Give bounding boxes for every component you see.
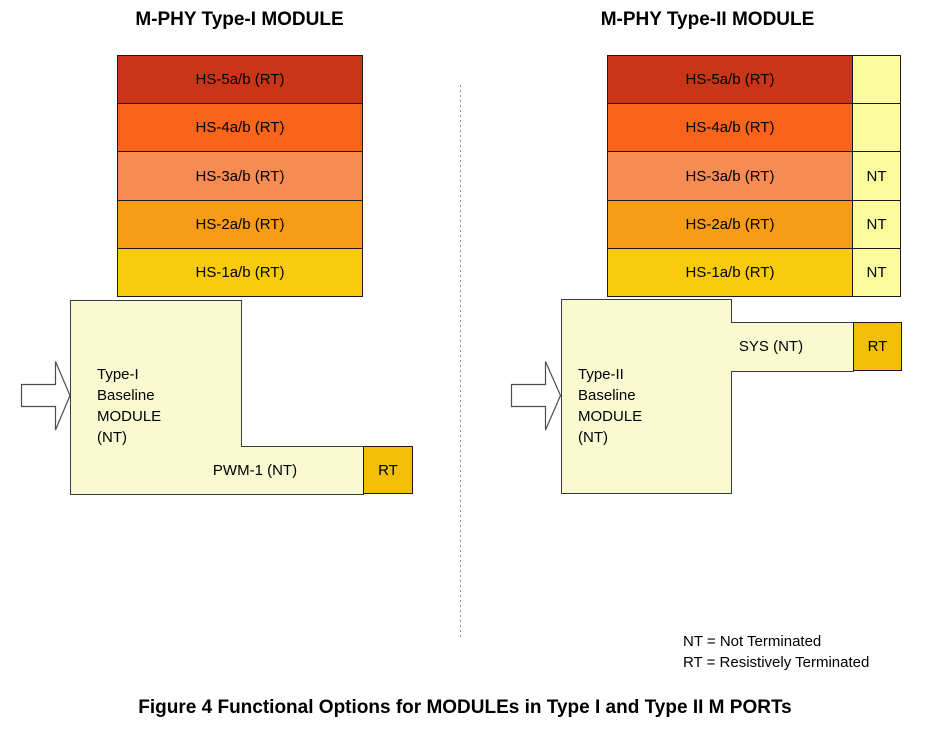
type2-module-label: Type-II Baseline MODULE (NT) — [578, 364, 642, 448]
type2-module-line4: (NT) — [578, 429, 608, 446]
type2-nt-cell-hs4 — [853, 103, 900, 152]
type2-baseline-module-shape — [561, 299, 854, 494]
sys-label: SYS (NT) — [738, 338, 804, 355]
type2-nt-column: NT NT NT — [852, 55, 901, 297]
type1-module-line3: MODULE — [97, 408, 162, 425]
type2-hs2-bar: HS-2a/b (RT) — [608, 199, 852, 248]
type2-rt-box: RT — [853, 322, 902, 371]
pwm1-label: PWM-1 (NT) — [212, 461, 298, 479]
legend: NT = Not Terminated RT = Resistively Ter… — [683, 631, 869, 673]
type2-title: M-PHY Type-II MODULE — [600, 9, 815, 30]
type2-module-line1: Type-II — [578, 366, 624, 383]
type2-hs3-bar: HS-3a/b (RT) — [608, 151, 852, 200]
type2-hs-stack: HS-5a/b (RT) HS-4a/b (RT) HS-3a/b (RT) H… — [607, 55, 853, 297]
type1-hs4-bar: HS-4a/b (RT) — [118, 103, 362, 152]
type2-module-line2: Baseline — [578, 387, 636, 404]
legend-nt-line: NT = Not Terminated — [683, 633, 822, 650]
type1-port-arrow-icon — [20, 361, 71, 431]
type2-nt-cell-hs5 — [853, 56, 900, 104]
type1-hs2-bar: HS-2a/b (RT) — [118, 199, 362, 248]
type1-hs5-bar: HS-5a/b (RT) — [118, 56, 362, 104]
type2-nt-cell-hs1: NT — [853, 247, 900, 297]
type1-title: M-PHY Type-I MODULE — [135, 9, 344, 30]
type2-module-line3: MODULE — [578, 408, 643, 425]
type1-hs3-bar: HS-3a/b (RT) — [118, 151, 362, 200]
type2-nt-cell-hs2: NT — [853, 199, 900, 248]
type1-rt-box: RT — [363, 446, 413, 494]
type1-module-line4: (NT) — [97, 429, 127, 446]
type1-hs-stack: HS-5a/b (RT) HS-4a/b (RT) HS-3a/b (RT) H… — [117, 55, 363, 297]
type1-module-label: Type-I Baseline MODULE (NT) — [97, 364, 161, 448]
type2-hs1-bar: HS-1a/b (RT) — [608, 247, 852, 297]
type2-nt-cell-hs3: NT — [853, 151, 900, 200]
type1-module-line2: Baseline — [97, 387, 155, 404]
type1-module-line1: Type-I — [97, 366, 139, 383]
figure-caption: Figure 4 Functional Options for MODULEs … — [138, 697, 792, 718]
legend-rt-line: RT = Resistively Terminated — [683, 654, 870, 671]
type2-port-arrow-icon — [510, 361, 562, 431]
type1-hs1-bar: HS-1a/b (RT) — [118, 247, 362, 297]
type2-hs4-bar: HS-4a/b (RT) — [608, 103, 852, 152]
type2-hs5-bar: HS-5a/b (RT) — [608, 56, 852, 104]
